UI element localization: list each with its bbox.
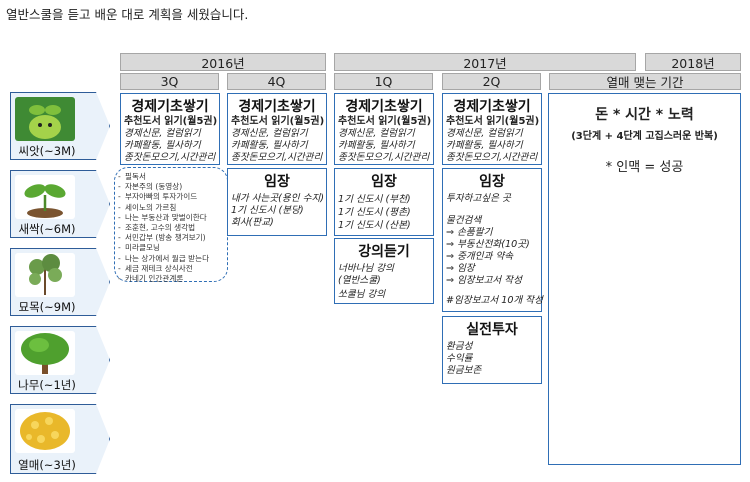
box-line: 종잣돈모으기,시간관리 [338, 152, 430, 163]
box-line: 수익률 [446, 353, 473, 364]
reading-list-item: 세이노의 가르침 [115, 203, 227, 213]
box-line: 경제신문, 컬럼읽기 [338, 128, 415, 139]
reading-list-item: 나는 부동산과 맞벌이한다 [115, 213, 227, 223]
box-line: 추천도서 읽기(월5권) [231, 116, 325, 127]
q1-imjang-box: 임장 1기 신도시 (부천) 1기 신도시 (평촌) 1기 신도시 (산본) [334, 168, 434, 236]
box-line: 1기 신도시 (산본) [338, 220, 411, 231]
harvest-period-header: 열매 맺는 기간 [549, 73, 741, 90]
intro-text: 열반스쿨을 듣고 배운 대로 계획을 세웠습니다. [6, 7, 249, 22]
box-title: 경제기초쌓기 [131, 99, 209, 115]
harvest-period-box: 돈 * 시간 * 노력 (3단계 + 4단계 고집스러운 반복) * 인맥 = … [548, 93, 741, 465]
quarter-1q-header: 1Q [334, 73, 433, 90]
year-2018-header: 2018년 [645, 53, 741, 71]
reading-list-item: 자본주의 (동영상) [115, 182, 227, 192]
box-line: 경제신문, 컬럼읽기 [446, 128, 523, 139]
reading-list-item: 세금 재테크 상식사전 [115, 264, 227, 274]
box-line [443, 205, 541, 215]
reading-list-item: 서민갑부 (방송 챙겨보기) [115, 233, 227, 243]
box-line: ⇒ 중개인과 약속 [446, 251, 514, 262]
harvest-formula-note: (3단계 + 4단계 고집스러운 반복) [571, 131, 718, 142]
box-line: 카페활동, 필사하기 [338, 140, 415, 151]
seed-icon [15, 97, 75, 141]
q4-basics-box: 경제기초쌓기 추천도서 읽기(월5권) 경제신문, 컬럼읽기 카페활동, 필사하… [227, 93, 327, 165]
box-line: 회사(판교) [231, 217, 274, 228]
reading-list-item: 미라클모닝 [115, 243, 227, 253]
stage-tree: 나무(~1년) [10, 326, 110, 394]
box-line: 카페활동, 필사하기 [446, 140, 523, 151]
fruit-coins-icon [15, 409, 75, 453]
box-line: 1기 신도시 (평촌) [338, 207, 411, 218]
box-line: ⇒ 임장 [446, 263, 475, 274]
box-title: 강의듣기 [358, 244, 410, 260]
sprout-icon [15, 175, 75, 219]
q4-imjang-box: 임장 내가 사는곳(용인 수지) 1기 신도시 (분당) 회사(판교) [227, 168, 327, 236]
q3-basics-box: 경제기초쌓기 추천도서 읽기(월5권) 경제신문, 컬럼읽기 카페활동, 필사하… [120, 93, 220, 165]
box-line: 추천도서 읽기(월5권) [338, 116, 432, 127]
stage-sprout: 새싹(~6M) [10, 170, 110, 238]
stage-label: 새싹(~6M) [18, 222, 76, 236]
box-line [443, 287, 541, 295]
box-title: 경제기초쌓기 [238, 99, 316, 115]
box-line: ⇒ 부동산전화(10곳) [446, 239, 530, 250]
q3-reading-list: 필독서 자본주의 (동영상) 부자아빠의 투자가이드 세이노의 가르침 나는 부… [114, 167, 228, 284]
box-line: 추천도서 읽기(월5권) [124, 116, 218, 127]
box-line: (열반스쿨) [338, 275, 381, 286]
box-line: 물건검색 [446, 215, 482, 226]
box-line: 경제신문, 컬럼읽기 [231, 128, 308, 139]
box-title: 경제기초쌓기 [453, 99, 531, 115]
box-line: 쏘쿨님 강의 [338, 289, 386, 300]
quarter-3q-header: 3Q [120, 73, 219, 90]
year-2016-header: 2016년 [120, 53, 326, 71]
box-line: 카페활동, 필사하기 [231, 140, 308, 151]
box-line: 경제신문, 컬럼읽기 [124, 128, 201, 139]
q1-lecture-box: 강의듣기 너바나님 강의 (열반스쿨) 쏘쿨님 강의 [334, 238, 434, 304]
sapling-icon [15, 253, 75, 297]
box-title: 실전투자 [466, 322, 518, 338]
stage-label: 나무(~1년) [18, 378, 76, 392]
harvest-success: * 인맥 = 성공 [605, 160, 684, 175]
reading-list-item: 나는 상가에서 월급 받는다 [115, 254, 227, 264]
stage-seed: 씨앗(~3M) [10, 92, 110, 160]
tree-icon [15, 331, 75, 375]
box-title: 임장 [264, 174, 290, 190]
stage-label: 열매(~3년) [18, 458, 76, 472]
reading-list-item: 부자아빠의 투자가이드 [115, 192, 227, 202]
box-title: 임장 [371, 174, 397, 190]
box-line: 1기 신도시 (분당) [231, 205, 304, 216]
quarter-4q-header: 4Q [227, 73, 326, 90]
box-title: 경제기초쌓기 [345, 99, 423, 115]
reading-list-item: 카네기 인간관계론 [115, 274, 227, 284]
harvest-formula: 돈 * 시간 * 노력 [595, 107, 694, 123]
box-line: 종잣돈모으기,시간관리 [231, 152, 323, 163]
box-line: ⇒ 임장보고서 작성 [446, 275, 522, 286]
stages-column: 씨앗(~3M) 새싹(~6M) 묘목(~9M) [10, 92, 110, 482]
box-line: 투자하고싶은 곳 [446, 193, 511, 204]
box-line: #임장보고서 10개 작성 [446, 295, 543, 306]
q2-basics-box: 경제기초쌓기 추천도서 읽기(월5권) 경제신문, 컬럼읽기 카페활동, 필사하… [442, 93, 542, 165]
stage-fruit: 열매(~3년) [10, 404, 110, 474]
quarter-2q-header: 2Q [442, 73, 541, 90]
year-2017-header: 2017년 [334, 53, 636, 71]
box-line: 환금성 [446, 341, 473, 352]
box-title: 임장 [479, 174, 505, 190]
box-line: 내가 사는곳(용인 수지) [231, 193, 325, 204]
reading-list-item: 조훈현, 고수의 생각법 [115, 223, 227, 233]
box-line: 종잣돈모으기,시간관리 [124, 152, 216, 163]
box-line: 너바나님 강의 [338, 263, 395, 274]
box-line: 1기 신도시 (부천) [338, 194, 411, 205]
q1-basics-box: 경제기초쌓기 추천도서 읽기(월5권) 경제신문, 컬럼읽기 카페활동, 필사하… [334, 93, 434, 165]
reading-list-heading: 필독서 [115, 172, 227, 182]
q2-practice-box: 실전투자 환금성 수익률 원금보존 [442, 316, 542, 384]
box-line: ⇒ 손품팔기 [446, 227, 493, 238]
box-line: 카페활동, 필사하기 [124, 140, 201, 151]
q2-imjang-box: 임장 투자하고싶은 곳 물건검색 ⇒ 손품팔기 ⇒ 부동산전화(10곳) ⇒ 중… [442, 168, 543, 312]
box-line: 추천도서 읽기(월5권) [446, 116, 540, 127]
stage-sapling: 묘목(~9M) [10, 248, 110, 316]
stage-label: 묘목(~9M) [18, 300, 76, 314]
box-line: 종잣돈모으기,시간관리 [446, 152, 538, 163]
stage-label: 씨앗(~3M) [18, 144, 76, 158]
box-line: 원금보존 [446, 365, 482, 376]
